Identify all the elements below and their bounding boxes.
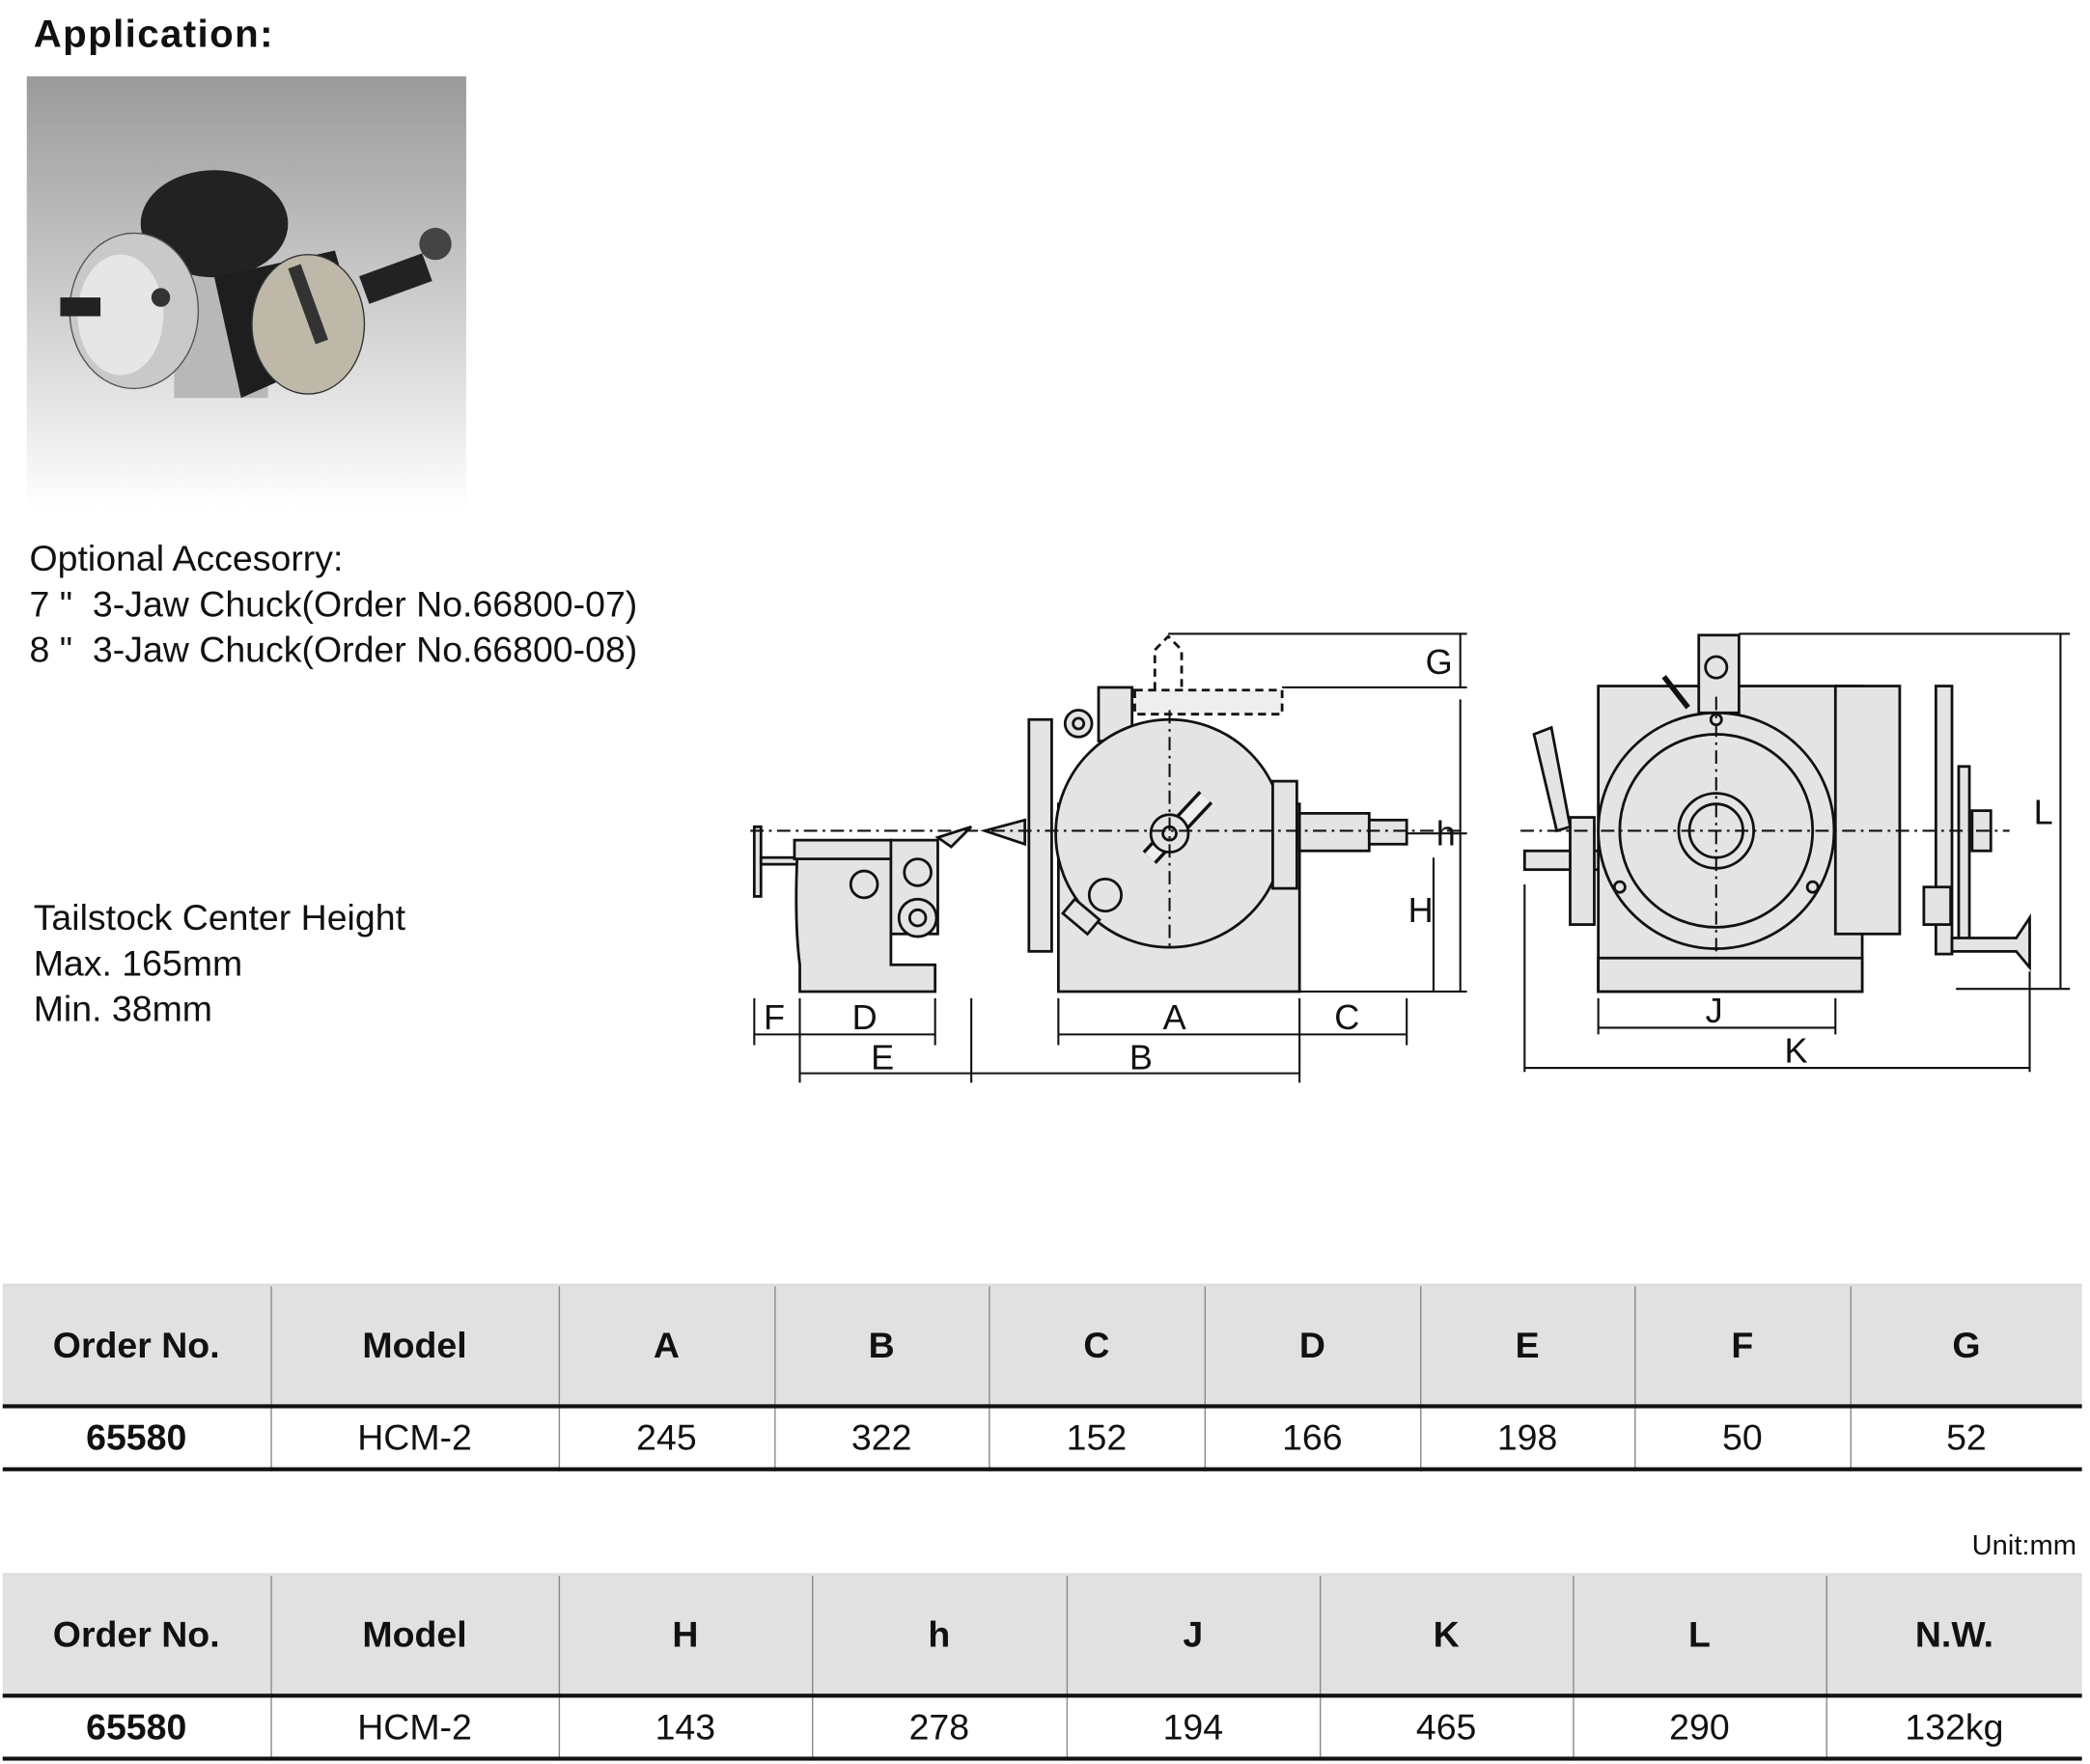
dim-label-C: C bbox=[1334, 997, 1359, 1037]
dim-label-G: G bbox=[1426, 642, 1453, 682]
header-l: L bbox=[1573, 1573, 1827, 1696]
header-order-no: Order No. bbox=[2, 1283, 272, 1407]
header-b: B bbox=[774, 1283, 989, 1407]
header-d: D bbox=[1204, 1283, 1421, 1407]
cell-d: 166 bbox=[1204, 1406, 1421, 1470]
optional-accessory: Optional Accesorry: 7 " 3-Jaw Chuck(Orde… bbox=[30, 536, 638, 673]
cell-model: HCM-2 bbox=[270, 1406, 560, 1470]
header-k: K bbox=[1319, 1573, 1574, 1696]
table-row: 65580 HCM-2 143 278 194 465 290 132kg bbox=[2, 1695, 2082, 1759]
header-g: G bbox=[1850, 1283, 2082, 1407]
dim-label-A: A bbox=[1163, 997, 1186, 1037]
dimension-drawing: F D E A B C G h H J K L bbox=[750, 632, 2071, 1083]
header-H: H bbox=[558, 1573, 813, 1696]
dim-label-K: K bbox=[1785, 1031, 1808, 1071]
tailstock-title: Tailstock Center Height bbox=[33, 897, 405, 938]
accessory-item: 8 " 3-Jaw Chuck(Order No.66800-08) bbox=[29, 630, 638, 670]
header-order-no: Order No. bbox=[2, 1573, 272, 1696]
cell-b: 322 bbox=[774, 1406, 989, 1470]
header-a: A bbox=[558, 1283, 775, 1407]
tailstock-min: Min. 38mm bbox=[33, 989, 213, 1029]
header-f: F bbox=[1634, 1283, 1852, 1407]
cell-f: 50 bbox=[1634, 1406, 1852, 1470]
dimensions-table-1: Order No. Model A B C D E F G 65580 HCM-… bbox=[2, 1283, 2082, 1471]
cell-g: 52 bbox=[1946, 1416, 1987, 1458]
cell-order-no: 65580 bbox=[2, 1695, 272, 1759]
dim-label-B: B bbox=[1129, 1037, 1153, 1077]
dimensions-table-2: Order No. Model H h J K L N.W. 65580 HCM… bbox=[2, 1573, 2082, 1760]
cell-h: 278 bbox=[812, 1695, 1068, 1759]
cell-H: 143 bbox=[558, 1695, 813, 1759]
cell-a: 245 bbox=[558, 1406, 775, 1470]
tailstock-info: Tailstock Center Height Max. 165mm Min. … bbox=[34, 895, 405, 1032]
unit-label: Unit:mm bbox=[1971, 1529, 2077, 1561]
header-h: h bbox=[812, 1573, 1068, 1696]
dim-label-h: h bbox=[1436, 814, 1456, 854]
header-e: E bbox=[1420, 1283, 1635, 1407]
accessory-item: 7 " 3-Jaw Chuck(Order No.66800-07) bbox=[29, 584, 638, 625]
header-net-weight: N.W. bbox=[1825, 1573, 2082, 1696]
header-model: Model bbox=[270, 1573, 560, 1696]
dim-label-F: F bbox=[764, 997, 785, 1037]
header-model: Model bbox=[270, 1283, 560, 1407]
accessory-title: Optional Accesorry: bbox=[29, 538, 344, 579]
cell-order-no: 65580 bbox=[2, 1406, 272, 1470]
cell-model: HCM-2 bbox=[270, 1695, 560, 1759]
cell-k: 465 bbox=[1319, 1695, 1574, 1759]
cell-j: 194 bbox=[1066, 1695, 1321, 1759]
header-c: C bbox=[989, 1283, 1206, 1407]
header-j: J bbox=[1066, 1573, 1321, 1696]
dividing-head-image bbox=[60, 170, 452, 399]
product-photo bbox=[26, 76, 466, 510]
cell-e: 198 bbox=[1420, 1406, 1635, 1470]
cell-c: 152 bbox=[989, 1406, 1206, 1470]
application-heading: Application: bbox=[33, 13, 274, 57]
dim-label-H: H bbox=[1408, 890, 1434, 930]
dim-label-E: E bbox=[871, 1037, 894, 1077]
dim-label-J: J bbox=[1706, 991, 1723, 1030]
tailstock-max: Max. 165mm bbox=[33, 943, 243, 984]
dim-label-L: L bbox=[2034, 792, 2053, 831]
table-row: 65580 HCM-2 245 322 152 166 198 50 52 bbox=[2, 1406, 2082, 1470]
dim-label-D: D bbox=[852, 997, 878, 1037]
cell-l: 290 bbox=[1573, 1695, 1827, 1759]
cell-net-weight: 132kg bbox=[1905, 1706, 2004, 1747]
